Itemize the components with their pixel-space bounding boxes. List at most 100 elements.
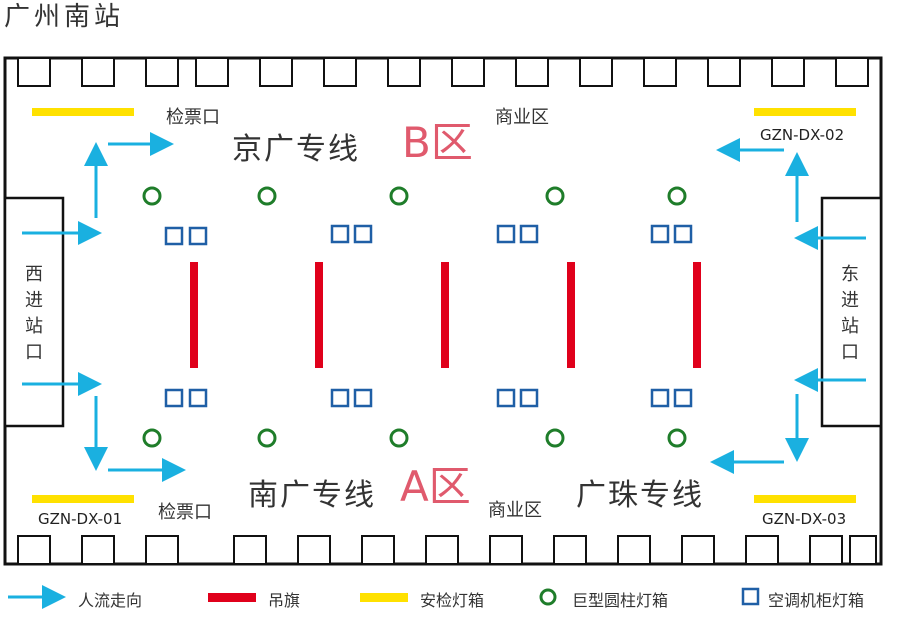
zone-a: A区	[400, 462, 471, 511]
bottom-gate-row	[17, 535, 877, 565]
gate	[681, 535, 715, 565]
gate	[81, 535, 115, 565]
security-box	[32, 108, 134, 116]
pillar-box	[545, 186, 565, 206]
ac-box	[496, 224, 516, 244]
gate	[195, 57, 229, 87]
ac-box	[353, 224, 373, 244]
checkpoint-label-top: 检票口	[166, 107, 220, 128]
security-box	[32, 495, 134, 503]
ac-box	[330, 388, 350, 408]
east-entrance-char: 东	[841, 264, 859, 285]
pillar-box	[667, 186, 687, 206]
west-entrance-label: 西 进 站 口	[22, 262, 46, 366]
ac-box	[650, 388, 670, 408]
banner	[190, 262, 198, 368]
west-entrance-char: 进	[25, 290, 43, 311]
gate	[451, 57, 485, 87]
west-entrance-char: 站	[25, 316, 43, 337]
code-dx02: GZN-DX-02	[760, 126, 845, 144]
pillar-box	[389, 186, 409, 206]
pillar-light-boxes	[142, 186, 687, 448]
west-entrance-char: 西	[25, 264, 43, 285]
top-gate-row	[17, 57, 869, 87]
legend-graphics	[8, 585, 760, 609]
legend-security-box	[360, 593, 408, 602]
gate	[579, 57, 613, 87]
pillar-box	[257, 428, 277, 448]
page-title: 广州南站	[4, 2, 125, 32]
gate	[809, 535, 843, 565]
legend-ac-box	[741, 587, 760, 606]
legend-banner	[208, 593, 256, 602]
gate	[553, 535, 587, 565]
code-dx03: GZN-DX-03	[762, 510, 847, 528]
hanging-banners	[190, 262, 701, 368]
legend-flow-label: 人流走向	[78, 591, 143, 610]
banner	[567, 262, 575, 368]
commercial-label-top: 商业区	[495, 107, 549, 128]
flow-arrows	[22, 132, 866, 482]
security-box	[754, 495, 856, 503]
east-entrance-char: 口	[841, 342, 859, 363]
ac-box	[164, 388, 184, 408]
east-entrance-box	[820, 196, 883, 428]
legend-ac-label: 空调机柜灯箱	[768, 591, 865, 610]
gate	[17, 57, 51, 87]
legend-pillar-label: 巨型圆柱灯箱	[572, 591, 669, 610]
gate	[771, 57, 805, 87]
gate	[425, 535, 459, 565]
ac-box	[650, 224, 670, 244]
gate	[145, 57, 179, 87]
security-box	[754, 108, 856, 116]
gate	[233, 535, 267, 565]
east-entrance-label: 东 进 站 口	[838, 262, 862, 366]
pillar-box	[142, 428, 162, 448]
ac-box	[330, 224, 350, 244]
gate	[707, 57, 741, 87]
ac-box	[496, 388, 516, 408]
gate	[745, 535, 779, 565]
line-nanguang: 南广专线	[248, 478, 376, 513]
security-light-boxes	[32, 108, 856, 503]
ac-box	[673, 224, 693, 244]
ac-box	[164, 226, 184, 246]
ac-box	[353, 388, 373, 408]
gate	[259, 57, 293, 87]
gate	[323, 57, 357, 87]
pillar-box	[667, 428, 687, 448]
gate	[835, 57, 869, 87]
pillar-box	[257, 186, 277, 206]
checkpoint-label-bottom: 检票口	[158, 502, 212, 523]
west-entrance-char: 口	[25, 342, 43, 363]
line-jingguang: 京广专线	[232, 132, 360, 167]
gate	[643, 57, 677, 87]
gate	[489, 535, 523, 565]
banner	[693, 262, 701, 368]
gate	[81, 57, 115, 87]
gate	[361, 535, 395, 565]
ac-box	[673, 388, 693, 408]
gate	[515, 57, 549, 87]
gate	[297, 535, 331, 565]
legend-banner-label: 吊旗	[268, 591, 301, 610]
east-entrance-char: 进	[841, 290, 859, 311]
gate	[145, 535, 179, 565]
commercial-label-bottom: 商业区	[488, 500, 542, 521]
pillar-box	[142, 186, 162, 206]
gate	[17, 535, 51, 565]
zone-b: B区	[402, 118, 473, 167]
banner	[441, 262, 449, 368]
pillar-box	[545, 428, 565, 448]
ac-box	[188, 388, 208, 408]
east-entrance-char: 站	[841, 316, 859, 337]
code-dx01: GZN-DX-01	[38, 510, 123, 528]
gate	[387, 57, 421, 87]
ac-box	[188, 226, 208, 246]
legend-pillar-box	[539, 588, 557, 606]
gate	[849, 535, 877, 565]
banner	[315, 262, 323, 368]
ac-cabinet-light-boxes	[164, 224, 693, 408]
west-entrance-box	[3, 196, 65, 428]
